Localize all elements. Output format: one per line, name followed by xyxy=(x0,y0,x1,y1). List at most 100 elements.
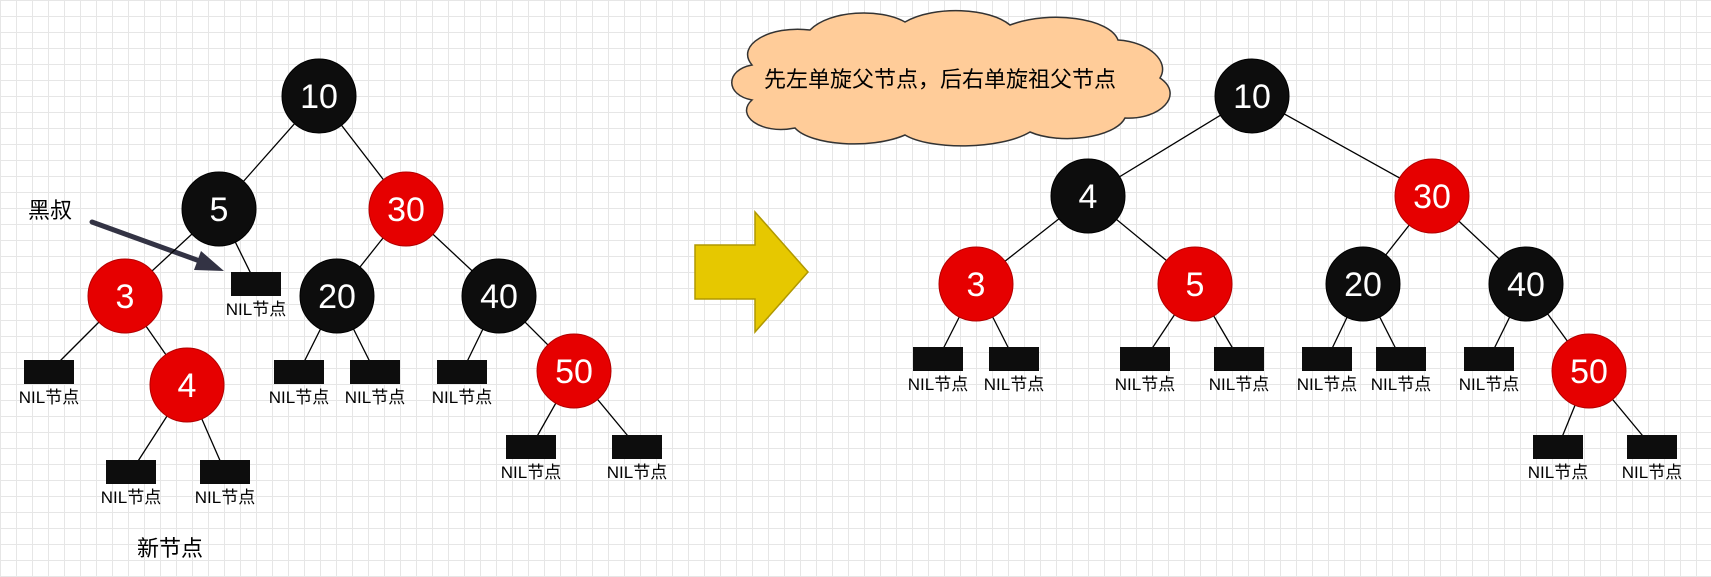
nil-label: NIL节点 xyxy=(101,488,161,507)
node-circle xyxy=(1325,246,1401,322)
nil-box xyxy=(612,435,662,459)
node-circle xyxy=(1488,246,1564,322)
node-circle xyxy=(461,258,537,334)
cloud-callout: 先左单旋父节点，后右单旋祖父节点 xyxy=(731,9,1171,147)
edges-layer xyxy=(48,95,1653,473)
before-node-30: 30 xyxy=(368,171,444,247)
node-value: 20 xyxy=(1344,266,1382,304)
before-nil-bn40l: NIL节点 xyxy=(432,360,492,407)
nil-label: NIL节点 xyxy=(19,388,79,407)
node-value: 20 xyxy=(318,278,356,316)
node-circle xyxy=(299,258,375,334)
nil-label: NIL节点 xyxy=(1209,375,1269,394)
nil-box xyxy=(506,435,556,459)
after-node-4: 4 xyxy=(1050,158,1126,234)
node-circle xyxy=(938,246,1014,322)
node-value: 4 xyxy=(1079,178,1098,216)
before-node-4: 4 xyxy=(149,347,225,423)
before-node-3: 3 xyxy=(87,258,163,334)
nil-box xyxy=(231,272,281,296)
after-nil-an50l: NIL节点 xyxy=(1528,435,1588,482)
node-circle xyxy=(149,347,225,423)
before-nil-bn3l: NIL节点 xyxy=(19,360,79,407)
nil-label: NIL节点 xyxy=(1528,463,1588,482)
after-node-30: 30 xyxy=(1394,158,1470,234)
after-nil-an50r: NIL节点 xyxy=(1622,435,1682,482)
nil-box xyxy=(106,460,156,484)
nil-box xyxy=(200,460,250,484)
nil-label: NIL节点 xyxy=(345,388,405,407)
before-nil-bn4l: NIL节点 xyxy=(101,460,161,507)
nil-box xyxy=(437,360,487,384)
nil-label: NIL节点 xyxy=(984,375,1044,394)
nil-box xyxy=(1464,347,1514,371)
nil-box xyxy=(1533,435,1583,459)
after-node-3: 3 xyxy=(938,246,1014,322)
nil-box xyxy=(1302,347,1352,371)
nil-label: NIL节点 xyxy=(908,375,968,394)
before-nil-bn50r: NIL节点 xyxy=(607,435,667,482)
nil-box xyxy=(350,360,400,384)
node-circle xyxy=(1214,58,1290,134)
node-value: 50 xyxy=(555,353,593,391)
black-uncle-label: 黑叔 xyxy=(28,199,72,224)
node-value: 40 xyxy=(480,278,518,316)
after-node-5: 5 xyxy=(1157,246,1233,322)
after-node-20: 20 xyxy=(1325,246,1401,322)
node-circle xyxy=(536,333,612,409)
node-circle xyxy=(368,171,444,247)
nil-label: NIL节点 xyxy=(269,388,329,407)
after-node-50: 50 xyxy=(1551,333,1627,409)
before-node-20: 20 xyxy=(299,258,375,334)
node-value: 30 xyxy=(1413,178,1451,216)
nil-label: NIL节点 xyxy=(501,463,561,482)
nil-box xyxy=(1214,347,1264,371)
nil-box xyxy=(1120,347,1170,371)
nil-box xyxy=(274,360,324,384)
cloud-shape xyxy=(731,9,1171,147)
nil-box xyxy=(1627,435,1677,459)
after-nil-an20r: NIL节点 xyxy=(1371,347,1431,394)
node-value: 50 xyxy=(1570,353,1608,391)
before-nil-bn5r: NIL节点 xyxy=(226,272,286,319)
node-value: 4 xyxy=(178,367,197,405)
nil-label: NIL节点 xyxy=(432,388,492,407)
nil-label: NIL节点 xyxy=(195,488,255,507)
before-node-50: 50 xyxy=(536,333,612,409)
node-circle xyxy=(281,58,357,134)
uncle-pointer-head xyxy=(194,251,224,271)
cloud-text: 先左单旋父节点，后右单旋祖父节点 xyxy=(764,68,1116,93)
transition-arrow xyxy=(694,210,810,334)
node-circle xyxy=(87,258,163,334)
node-circle xyxy=(181,171,257,247)
after-nil-an20l: NIL节点 xyxy=(1297,347,1357,394)
before-nil-bn4r: NIL节点 xyxy=(195,460,255,507)
node-circle xyxy=(1157,246,1233,322)
nil-label: NIL节点 xyxy=(1371,375,1431,394)
nil-box xyxy=(989,347,1039,371)
nil-box xyxy=(1376,347,1426,371)
nil-label: NIL节点 xyxy=(1297,375,1357,394)
after-nil-an40l: NIL节点 xyxy=(1459,347,1519,394)
nil-label: NIL节点 xyxy=(1115,375,1175,394)
before-node-10: 10 xyxy=(281,58,357,134)
node-value: 10 xyxy=(1233,78,1271,116)
node-circle xyxy=(1551,333,1627,409)
before-nil-bn20r: NIL节点 xyxy=(345,360,405,407)
before-nil-bn20l: NIL节点 xyxy=(269,360,329,407)
nodes-layer: NIL节点 NIL节点 NIL节点 NIL节点 NIL节点 NIL节点 NIL节点 NIL节点… xyxy=(19,58,1682,507)
node-value: 3 xyxy=(116,278,135,316)
node-value: 40 xyxy=(1507,266,1545,304)
after-nil-an3l: NIL节点 xyxy=(908,347,968,394)
new-node-label: 新节点 xyxy=(137,537,203,562)
nil-box xyxy=(913,347,963,371)
nil-label: NIL节点 xyxy=(607,463,667,482)
after-nil-an3r: NIL节点 xyxy=(984,347,1044,394)
node-value: 5 xyxy=(1186,266,1205,304)
after-node-10: 10 xyxy=(1214,58,1290,134)
after-node-40: 40 xyxy=(1488,246,1564,322)
node-value: 3 xyxy=(967,266,986,304)
node-value: 30 xyxy=(387,191,425,229)
before-node-5: 5 xyxy=(181,171,257,247)
